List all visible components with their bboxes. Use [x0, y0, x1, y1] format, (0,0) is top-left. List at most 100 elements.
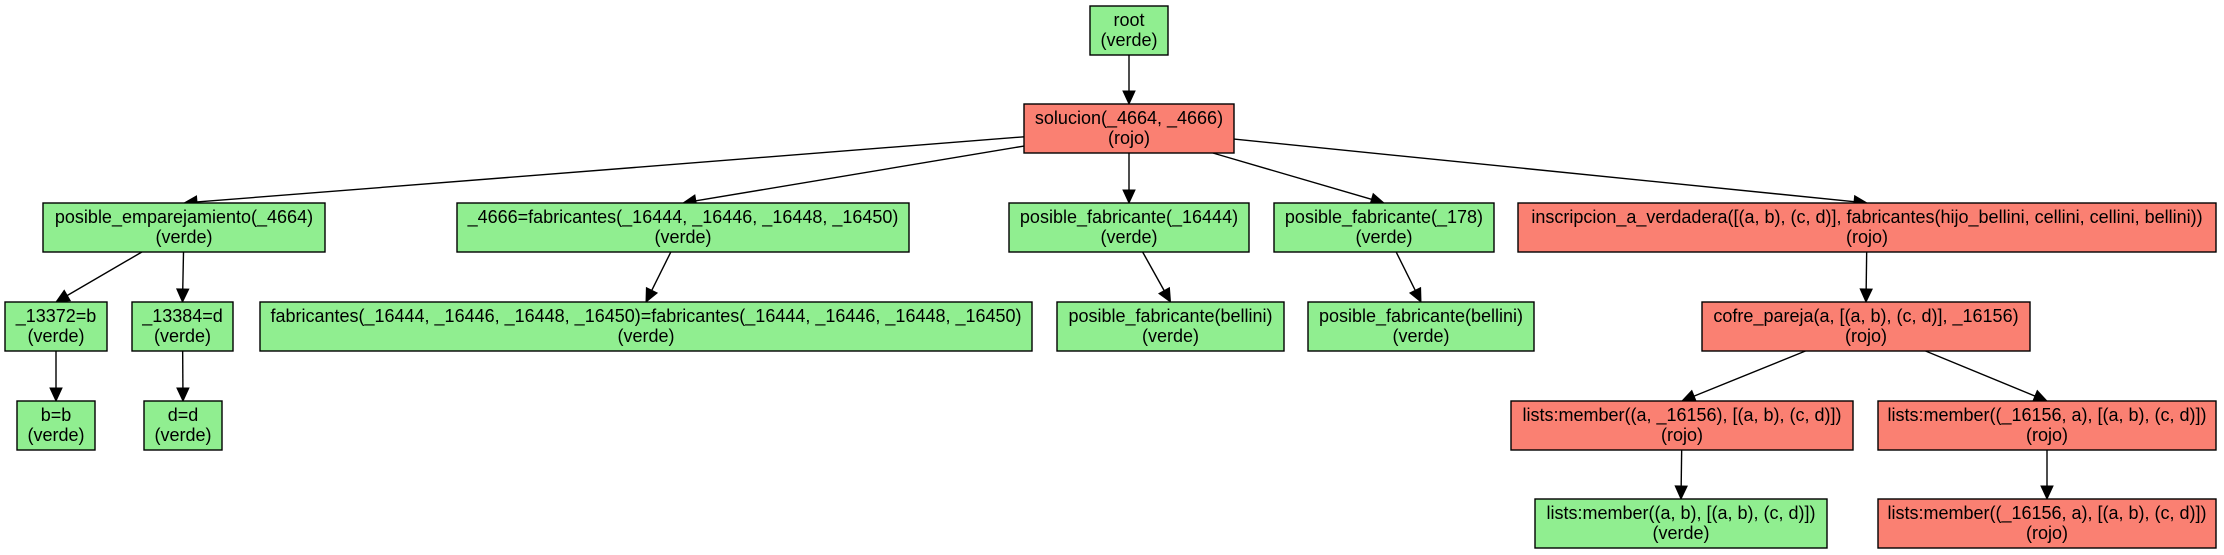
node-fabricantes_eq: _4666=fabricantes(_16444, _16446, _16448… — [456, 202, 910, 253]
node-member_a_leaf: lists:member((a, b), [(a, b), (c, d)])(v… — [1534, 498, 1828, 549]
node-status: (verde) — [155, 227, 212, 247]
node-posible_fabricante_178: posible_fabricante(_178)(verde) — [1273, 202, 1495, 253]
arrowhead — [1122, 189, 1136, 205]
arrowhead — [1674, 485, 1688, 501]
node-status: (rojo) — [1661, 425, 1703, 445]
edge-solucion-to-posible_fabricante_178 — [1212, 152, 1386, 206]
edge-solucion-to-inscripcion — [1233, 138, 1869, 209]
node-box — [1534, 498, 1828, 549]
node-eq_13372: _13372=b(verde) — [4, 301, 108, 352]
node-posible_fabricante_16444: posible_fabricante(_16444)(verde) — [1008, 202, 1250, 253]
node-label: posible_fabricante(_16444) — [1020, 207, 1238, 228]
edge-line — [1925, 350, 2036, 397]
node-posible_emparejamiento: posible_emparejamiento(_4664)(verde) — [42, 202, 326, 253]
node-status: (verde) — [1392, 326, 1449, 346]
edge-line — [695, 145, 1025, 202]
node-label: lists:member((a, _16156), [(a, b), (c, d… — [1522, 405, 1841, 426]
node-pf_bellini_2: posible_fabricante(bellini)(verde) — [1307, 301, 1535, 352]
node-status: (verde) — [27, 326, 84, 346]
edge-eq_13372-to-b_eq_b — [49, 351, 63, 403]
edge-line — [1395, 251, 1416, 291]
node-box — [1510, 400, 1854, 451]
node-status: (verde) — [154, 326, 211, 346]
arrowhead — [1859, 288, 1873, 304]
node-label: _13372=b — [15, 306, 97, 327]
nodes-layer: root(verde)solucion(_4664, _4666)(rojo)p… — [4, 5, 2217, 549]
node-label: solucion(_4664, _4666) — [1035, 108, 1223, 129]
arrowhead — [49, 387, 63, 403]
node-label: root — [1113, 10, 1144, 30]
node-inscripcion: inscripcion_a_verdadera([(a, b), (c, d)]… — [1517, 202, 2217, 253]
node-box — [16, 400, 96, 451]
node-member_b_leaf: lists:member((_16156, a), [(a, b), (c, d… — [1877, 498, 2217, 549]
node-eq_13384: _13384=d(verde) — [131, 301, 234, 352]
edge-member_b-to-member_b_leaf — [2040, 450, 2054, 501]
node-status: (rojo) — [1108, 128, 1150, 148]
edge-cofre_pareja-to-member_a — [1680, 350, 1806, 403]
edge-fabricantes_eq-to-fabricantes_unify — [645, 251, 672, 304]
edge-posible_emparejamiento-to-eq_13384 — [175, 251, 190, 304]
edge-line — [66, 251, 143, 297]
arrowhead — [175, 288, 190, 304]
node-label: lists:member((_16156, a), [(a, b), (c, d… — [1887, 503, 2206, 524]
edge-solucion-to-posible_fabricante_16444 — [1122, 153, 1136, 205]
node-status: (rojo) — [2026, 523, 2068, 543]
node-member_b: lists:member((_16156, a), [(a, b), (c, d… — [1877, 400, 2217, 451]
edge-line — [182, 251, 185, 290]
node-status: (verde) — [654, 227, 711, 247]
arrowhead — [54, 289, 72, 303]
node-box — [42, 202, 326, 253]
edge-root-to-solucion — [1122, 55, 1136, 106]
edge-solucion-to-posible_emparejamiento — [182, 136, 1025, 209]
node-box — [1877, 400, 2217, 451]
edge-cofre_pareja-to-member_b — [1925, 350, 2049, 403]
node-box — [143, 400, 223, 451]
node-d_eq_d: d=d(verde) — [143, 400, 223, 451]
arrowhead — [2040, 485, 2054, 501]
node-status: (verde) — [1142, 326, 1199, 346]
node-box — [131, 301, 234, 352]
node-status: (verde) — [1652, 523, 1709, 543]
arrowhead — [1158, 286, 1172, 304]
edge-line — [196, 136, 1025, 203]
node-label: _13384=d — [141, 306, 223, 327]
node-fabricantes_unify: fabricantes(_16444, _16446, _16448, _164… — [259, 301, 1033, 352]
node-box — [1701, 301, 2031, 352]
node-label: posible_fabricante(bellini) — [1319, 306, 1523, 327]
node-status: (verde) — [27, 425, 84, 445]
node-label: lists:member((a, b), [(a, b), (c, d)]) — [1546, 503, 1815, 523]
node-status: (verde) — [1355, 227, 1412, 247]
node-status: (verde) — [1100, 227, 1157, 247]
edge-posible_emparejamiento-to-eq_13372 — [54, 251, 143, 303]
node-label: posible_fabricante(_178) — [1285, 207, 1483, 228]
arrowhead — [645, 286, 659, 304]
node-status: (verde) — [154, 425, 211, 445]
edge-inscripcion-to-cofre_pareja — [1859, 251, 1873, 304]
edge-eq_13384-to-d_eq_d — [176, 350, 190, 403]
node-label: fabricantes(_16444, _16446, _16448, _164… — [270, 306, 1021, 327]
edge-posible_fabricante_16444-to-pf_bellini_1 — [1142, 251, 1172, 304]
node-box — [1089, 5, 1169, 56]
edge-line — [651, 251, 672, 291]
edge-posible_fabricante_178-to-pf_bellini_2 — [1395, 251, 1422, 304]
node-status: (rojo) — [1846, 227, 1888, 247]
edges-layer — [49, 55, 2054, 501]
node-root: root(verde) — [1089, 5, 1169, 56]
node-solucion: solucion(_4664, _4666)(rojo) — [1023, 103, 1235, 154]
node-box — [4, 301, 108, 352]
node-box — [1517, 202, 2217, 253]
node-label: lists:member((_16156, a), [(a, b), (c, d… — [1887, 405, 2206, 426]
node-cofre_pareja: cofre_pareja(a, [(a, b), (c, d)], _16156… — [1701, 301, 2031, 352]
node-box — [1307, 301, 1535, 352]
node-box — [456, 202, 910, 253]
node-status: (rojo) — [1845, 326, 1887, 346]
node-label: _4666=fabricantes(_16444, _16446, _16448… — [467, 207, 899, 228]
node-status: (rojo) — [2026, 425, 2068, 445]
node-label: posible_fabricante(bellini) — [1068, 306, 1272, 327]
node-box — [259, 301, 1033, 352]
node-box — [1008, 202, 1250, 253]
edge-line — [1693, 350, 1806, 397]
node-box — [1273, 202, 1495, 253]
node-box — [1056, 301, 1285, 352]
